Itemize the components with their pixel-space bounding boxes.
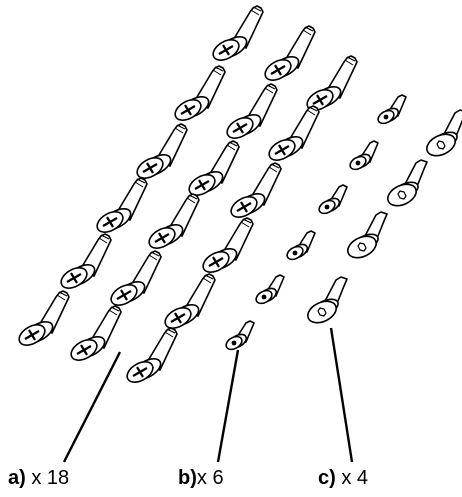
label-a: a) x 18 [8, 466, 69, 490]
label-c-letter: c) [318, 467, 336, 489]
screw-a-18 [122, 326, 179, 388]
label-b-letter: b) [178, 467, 197, 489]
group-a-screws [14, 4, 359, 388]
screw-a-10 [144, 192, 201, 254]
screw-a-5 [302, 54, 359, 116]
bolt-c-3 [343, 211, 388, 263]
group-c-bolts [303, 109, 462, 328]
label-a-letter: a) [8, 467, 26, 489]
screw-a-2 [260, 24, 317, 86]
label-c: c) x 4 [318, 466, 368, 490]
leader-line-a [62, 351, 122, 463]
screw-a-3 [170, 64, 227, 126]
leader-line-c [329, 327, 354, 463]
bolt-c-2 [383, 159, 428, 211]
screw-a-12 [56, 232, 113, 294]
leader-line-b [216, 349, 240, 463]
bolt-b-1 [375, 94, 407, 127]
screw-a-9 [92, 176, 149, 238]
bolt-b-3 [316, 184, 348, 217]
screw-a-14 [198, 216, 255, 278]
screw-a-13 [106, 249, 163, 311]
screw-a-15 [14, 289, 71, 351]
screw-a-1 [208, 4, 265, 66]
leader-lines [62, 327, 354, 463]
bolt-b-2 [347, 140, 379, 173]
label-b-qty: x 6 [196, 467, 224, 489]
bolt-b-6 [223, 320, 255, 353]
screw-a-17 [160, 272, 217, 334]
screw-a-11 [226, 161, 283, 223]
bolt-c-4 [303, 276, 348, 328]
bolt-b-4 [284, 230, 316, 263]
screw-a-4 [222, 82, 279, 144]
screw-a-16 [66, 304, 123, 366]
bolt-c-1 [422, 109, 462, 161]
label-b: b)x 6 [178, 466, 224, 490]
screw-a-6 [132, 122, 189, 184]
screw-a-8 [264, 104, 321, 166]
label-a-qty: x 18 [31, 467, 70, 489]
label-c-qty: x 4 [341, 467, 369, 489]
screw-a-7 [184, 139, 241, 201]
bolt-b-5 [253, 274, 285, 307]
